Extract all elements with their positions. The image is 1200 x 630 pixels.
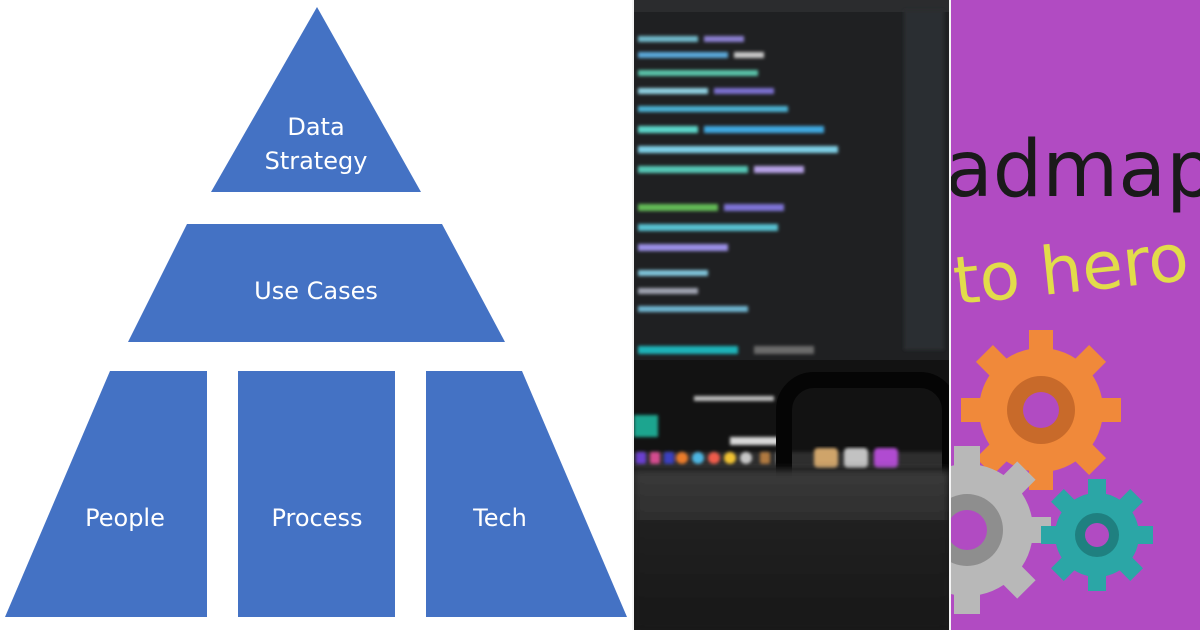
roadmap-illustration: admap to hero [951, 0, 1200, 630]
label-tech: Tech [473, 504, 527, 532]
teal-gear-icon [1041, 479, 1153, 591]
label-people: People [85, 504, 165, 532]
label-data-strategy-line1: Data [287, 113, 345, 141]
panel-divider [632, 0, 634, 630]
code-screen-photo [634, 0, 950, 630]
panel-divider [949, 0, 951, 630]
orange-gear-icon [961, 330, 1121, 490]
gray-gear-icon [951, 446, 1051, 614]
roadmap-gears-photo: admap to hero [951, 0, 1200, 630]
pyramid-center-block [238, 371, 395, 617]
pyramid-diagram: Data Strategy Use Cases People Process T… [5, 7, 627, 617]
pyramid-left-block [5, 371, 207, 617]
code-screen-illustration [634, 0, 950, 630]
label-data-strategy: Data Strategy [236, 110, 396, 178]
label-process: Process [271, 504, 363, 532]
pyramid-shapes [5, 7, 627, 617]
pyramid-top-triangle [211, 7, 421, 192]
roadmap-title-text: admap [951, 125, 1200, 215]
pyramid-middle-band [128, 224, 505, 342]
pyramid-right-block [426, 371, 627, 617]
label-use-cases: Use Cases [254, 277, 378, 305]
label-data-strategy-line2: Strategy [264, 147, 368, 175]
